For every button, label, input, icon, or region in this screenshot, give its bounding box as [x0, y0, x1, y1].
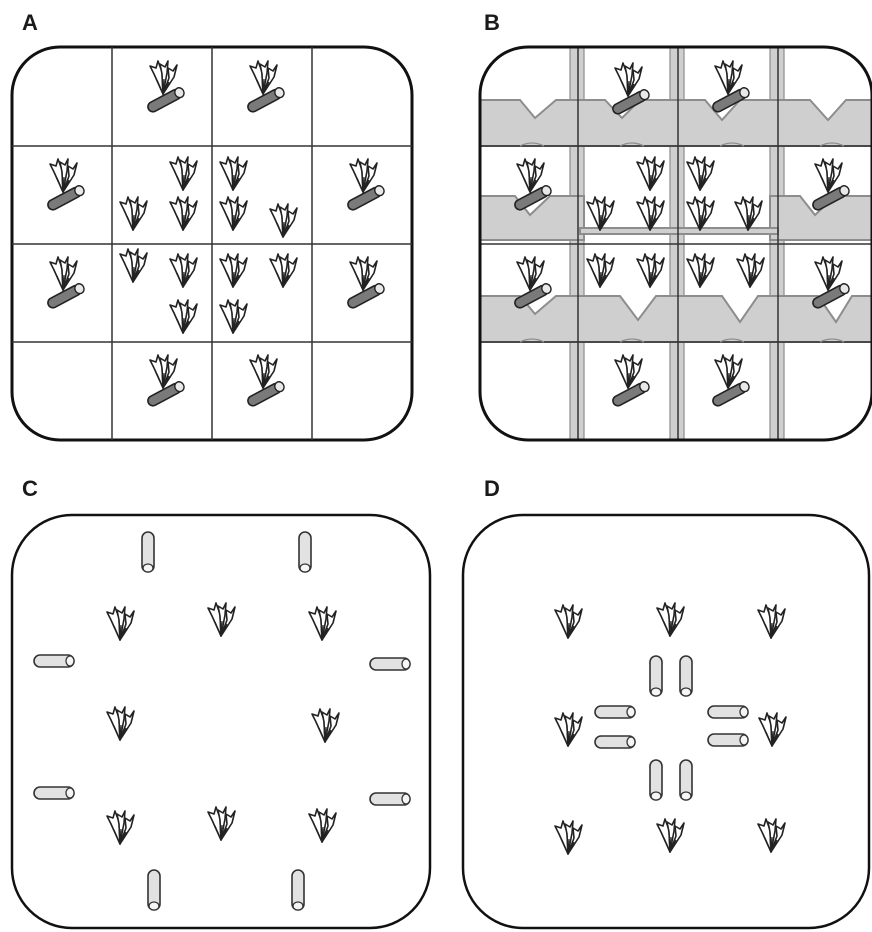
panel-a-grid	[12, 47, 412, 440]
panel-b-label: B	[484, 10, 500, 35]
panel-c-tray	[10, 513, 432, 930]
panel-b-gutter-band-mid	[480, 195, 872, 241]
panel-c: C	[10, 476, 432, 930]
panel-b-grid	[480, 47, 872, 440]
panel-d-tray	[461, 513, 871, 930]
panel-d-label: D	[484, 476, 500, 501]
panel-c-label: C	[22, 476, 38, 501]
panel-a: A	[10, 10, 414, 442]
panel-d: D	[461, 476, 871, 930]
panel-b-drain-marks	[519, 142, 845, 343]
panel-b-tray	[478, 45, 872, 442]
panel-b: B	[478, 10, 872, 442]
panel-a-label: A	[22, 10, 38, 35]
